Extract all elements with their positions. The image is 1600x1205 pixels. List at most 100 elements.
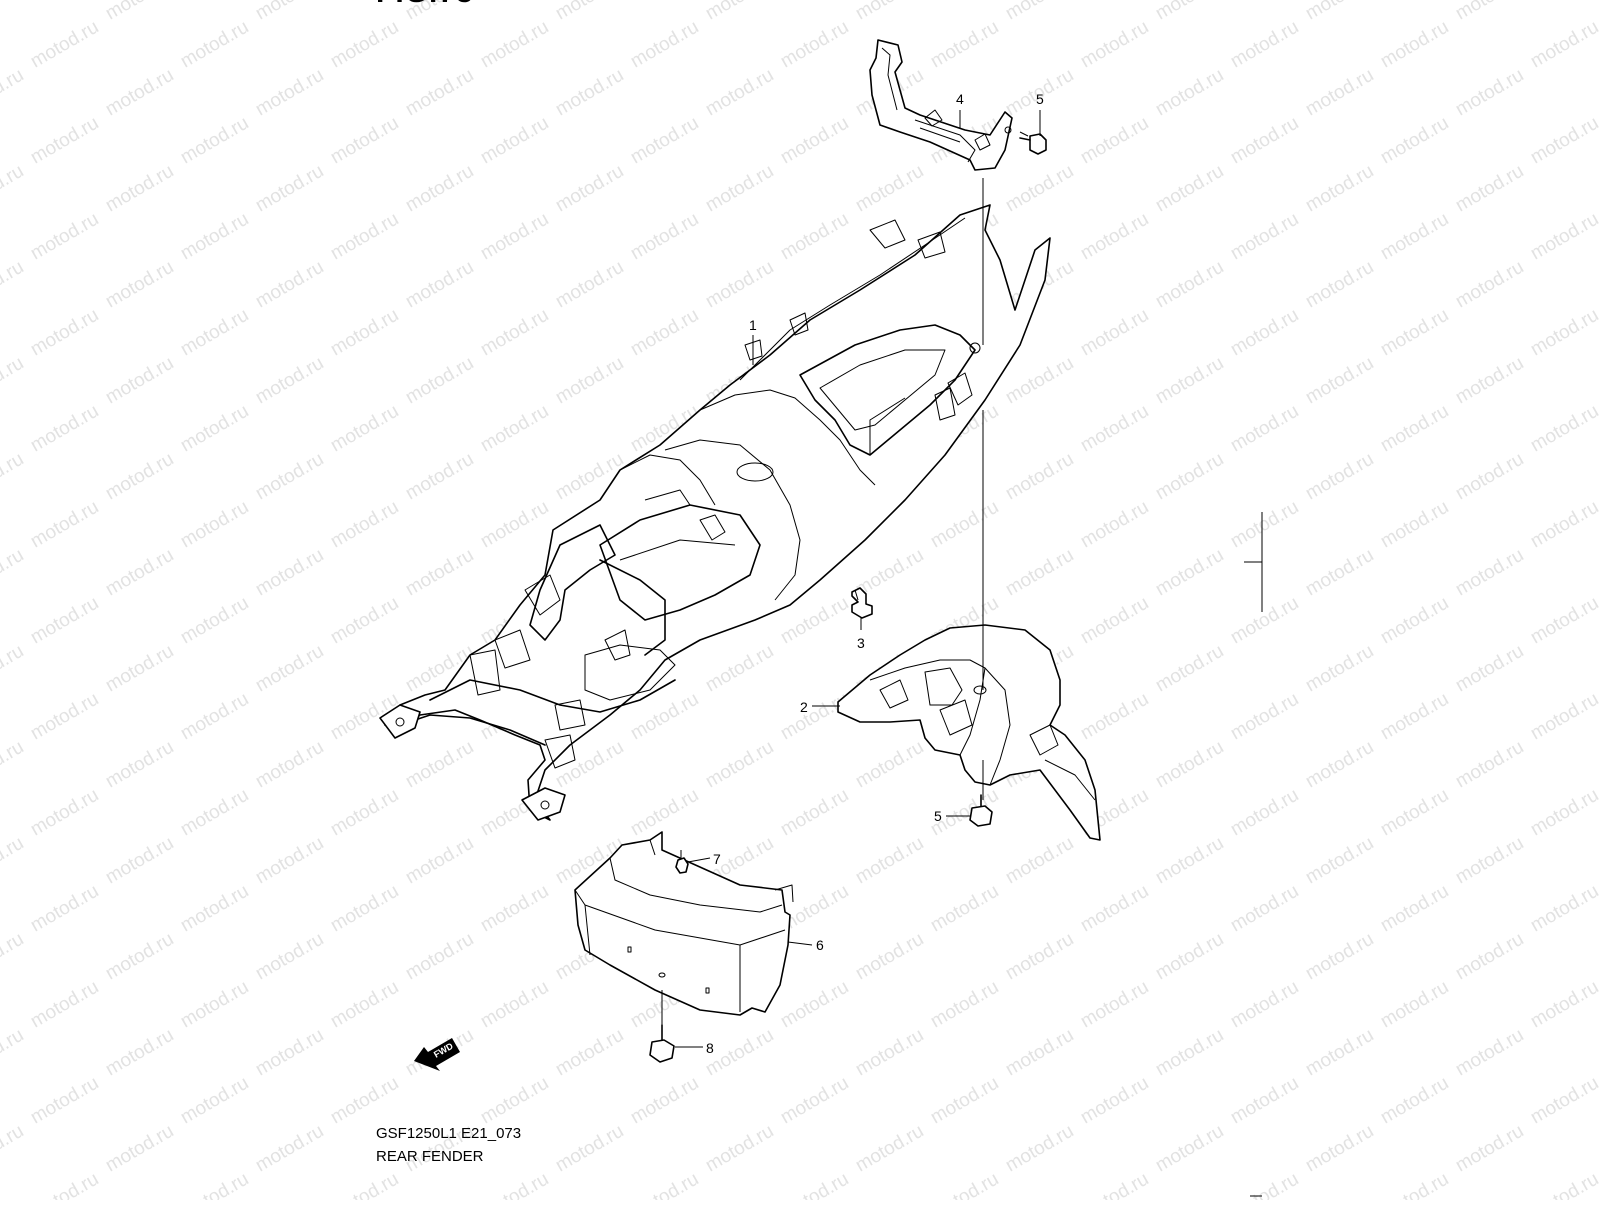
watermark-text: motod.ru <box>1377 113 1452 169</box>
watermark-text: motod.ru <box>1227 1169 1302 1200</box>
watermark-text: motod.ru <box>1077 977 1152 1033</box>
watermark-text: motod.ru <box>627 209 702 265</box>
watermark-text: motod.ru <box>1077 497 1152 553</box>
watermark-text: motod.ru <box>327 17 402 73</box>
watermark-text: motod.ru <box>327 593 402 649</box>
watermark-text: motod.ru <box>327 497 402 553</box>
watermark-text: motod.ru <box>1077 1169 1152 1200</box>
watermark-text: motod.ru <box>627 1073 702 1129</box>
watermark-text: motod.ru <box>1377 593 1452 649</box>
watermark-text: motod.ru <box>252 545 327 601</box>
watermark-text: motod.ru <box>177 1169 252 1200</box>
watermark-text: motod.ru <box>1152 737 1227 793</box>
watermark-text: motod.ru <box>177 113 252 169</box>
watermark-text: motod.ru <box>1227 305 1302 361</box>
callout-5-upper: 5 <box>1036 91 1044 107</box>
watermark-text: motod.ru <box>1377 1169 1452 1200</box>
watermark-text: motod.ru <box>1152 641 1227 697</box>
watermark-text: motod.ru <box>852 929 927 985</box>
watermark-text: motod.ru <box>27 113 102 169</box>
watermark-text: motod.ru <box>1077 113 1152 169</box>
part-5-bolt-lower[interactable] <box>969 794 993 827</box>
part-4-bracket[interactable] <box>869 39 1013 171</box>
watermark-text: motod.ru <box>1002 833 1077 889</box>
watermark-text: motod.ru <box>702 257 777 313</box>
watermark-text: motod.ru <box>1377 17 1452 73</box>
watermark-text: motod.ru <box>702 65 777 121</box>
callout-1: 1 <box>749 317 757 333</box>
watermark-text: motod.ru <box>1152 545 1227 601</box>
watermark-text: motod.ru <box>102 65 177 121</box>
watermark-text: motod.ru <box>177 497 252 553</box>
watermark-text: motod.ru <box>1377 305 1452 361</box>
assembly-lines <box>661 178 1263 1025</box>
watermark-text: motod.ru <box>477 1073 552 1129</box>
watermark-text: motod.ru <box>27 881 102 937</box>
part-3-screw[interactable] <box>851 587 873 619</box>
watermark-text: motod.ru <box>1302 0 1377 24</box>
watermark-text: motod.ru <box>0 737 27 793</box>
watermark-text: motod.ru <box>0 65 27 121</box>
watermark-text: motod.ru <box>627 689 702 745</box>
part-7-rivet[interactable] <box>675 850 689 874</box>
watermark-text: motod.ru <box>477 17 552 73</box>
watermark-text: motod.ru <box>1152 65 1227 121</box>
watermark-text: motod.ru <box>102 929 177 985</box>
watermark-text: motod.ru <box>777 1169 852 1200</box>
watermark-text: motod.ru <box>702 161 777 217</box>
watermark-text: motod.ru <box>927 497 1002 553</box>
watermark-text: motod.ru <box>0 353 27 409</box>
watermark-text: motod.ru <box>777 17 852 73</box>
watermark-text: motod.ru <box>552 1121 627 1177</box>
part-1-rear-fender[interactable] <box>379 204 1051 821</box>
part-5-bolt-upper[interactable] <box>1019 131 1047 155</box>
watermark-text: motod.ru <box>177 689 252 745</box>
watermark-text: motod.ru <box>1377 785 1452 841</box>
watermark-text: motod.ru <box>1077 17 1152 73</box>
watermark-text: motod.ru <box>402 929 477 985</box>
watermark-text: motod.ru <box>477 881 552 937</box>
watermark-text: motod.ru <box>552 65 627 121</box>
watermark-text: motod.ru <box>27 497 102 553</box>
watermark-text: motod.ru <box>402 545 477 601</box>
watermark-text: motod.ru <box>1227 689 1302 745</box>
watermark-text: motod.ru <box>702 1121 777 1177</box>
callout-3: 3 <box>857 635 865 651</box>
watermark-text: motod.ru <box>0 545 27 601</box>
watermark-text: motod.ru <box>1377 977 1452 1033</box>
watermark-text: motod.ru <box>27 17 102 73</box>
part-6-tray[interactable] <box>574 831 794 1016</box>
watermark-text: motod.ru <box>1527 1169 1600 1200</box>
watermark-text: motod.ru <box>1302 1025 1377 1081</box>
watermark-text: motod.ru <box>27 977 102 1033</box>
watermark-text: motod.ru <box>1302 65 1377 121</box>
part-2-rear-fender-extension[interactable] <box>837 624 1101 841</box>
watermark-text: motod.ru <box>327 977 402 1033</box>
watermark-text: motod.ru <box>927 1169 1002 1200</box>
watermark-text: motod.ru <box>402 449 477 505</box>
watermark-text: motod.ru <box>627 785 702 841</box>
watermark-text: motod.ru <box>177 977 252 1033</box>
part-8-bolt[interactable] <box>649 1024 675 1063</box>
figure-title: FIG.73 <box>376 0 474 10</box>
watermark-text: motod.ru <box>102 545 177 601</box>
watermark-text: motod.ru <box>1527 113 1600 169</box>
watermark-text: motod.ru <box>177 17 252 73</box>
callout-2: 2 <box>800 699 808 715</box>
watermark-text: motod.ru <box>1227 497 1302 553</box>
watermark-text: motod.ru <box>477 1169 552 1200</box>
watermark-text: motod.ru <box>777 785 852 841</box>
watermark-text: motod.ru <box>402 161 477 217</box>
watermark-text: motod.ru <box>477 305 552 361</box>
watermark-text: motod.ru <box>0 929 27 985</box>
watermark-text: motod.ru <box>1452 0 1527 24</box>
watermark-text: motod.ru <box>177 209 252 265</box>
watermark-text: motod.ru <box>1302 929 1377 985</box>
watermark-text: motod.ru <box>1302 833 1377 889</box>
watermark-text: motod.ru <box>27 593 102 649</box>
watermark-text: motod.ru <box>1227 17 1302 73</box>
watermark-text: motod.ru <box>27 401 102 457</box>
watermark-text: motod.ru <box>927 977 1002 1033</box>
watermark-text: motod.ru <box>402 737 477 793</box>
watermark-text: motod.ru <box>102 257 177 313</box>
